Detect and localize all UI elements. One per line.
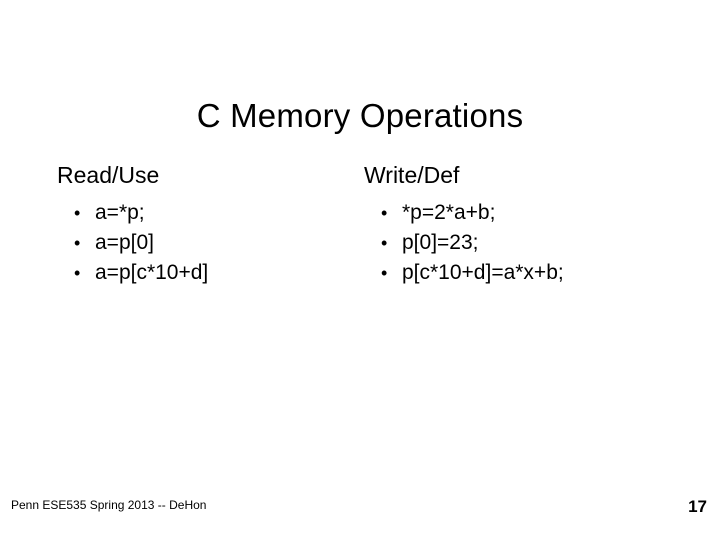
column-read-use: Read/Use • a=*p; • a=p[0] • a=p[c*10+d]	[57, 160, 357, 288]
list-item-label: a=p[0]	[95, 231, 154, 254]
list-item-label: p[c*10+d]=a*x+b;	[402, 261, 564, 284]
bullet-icon: •	[74, 203, 81, 223]
bullet-icon: •	[74, 233, 81, 253]
column-heading-read-use: Read/Use	[57, 162, 160, 188]
list-item: • a=*p;	[57, 198, 357, 228]
bullet-icon: •	[381, 263, 388, 283]
list-item: • a=p[0]	[57, 228, 357, 258]
list-item-label: a=p[c*10+d]	[95, 261, 209, 284]
list-item: • *p=2*a+b;	[364, 198, 694, 228]
page-title: C Memory Operations	[196, 97, 524, 135]
bullet-icon: •	[381, 233, 388, 253]
list-item: • p[0]=23;	[364, 228, 694, 258]
bullet-list-read-use: • a=*p; • a=p[0] • a=p[c*10+d]	[57, 198, 357, 288]
footer-course-label: Penn ESE535 Spring 2013 -- DeHon	[11, 498, 207, 512]
column-write-def: Write/Def • *p=2*a+b; • p[0]=23; • p[c*1…	[364, 160, 694, 288]
list-item: • a=p[c*10+d]	[57, 258, 357, 288]
bullet-icon: •	[74, 263, 81, 283]
slide-number: 17	[688, 497, 707, 516]
column-heading-write-def: Write/Def	[364, 162, 460, 188]
list-item-label: a=*p;	[95, 201, 145, 224]
bullet-list-write-def: • *p=2*a+b; • p[0]=23; • p[c*10+d]=a*x+b…	[364, 198, 694, 288]
list-item-label: *p=2*a+b;	[402, 201, 496, 224]
list-item: • p[c*10+d]=a*x+b;	[364, 258, 694, 288]
bullet-icon: •	[381, 203, 388, 223]
content-columns: Read/Use • a=*p; • a=p[0] • a=p[c*10+d] …	[0, 160, 720, 340]
list-item-label: p[0]=23;	[402, 231, 479, 254]
